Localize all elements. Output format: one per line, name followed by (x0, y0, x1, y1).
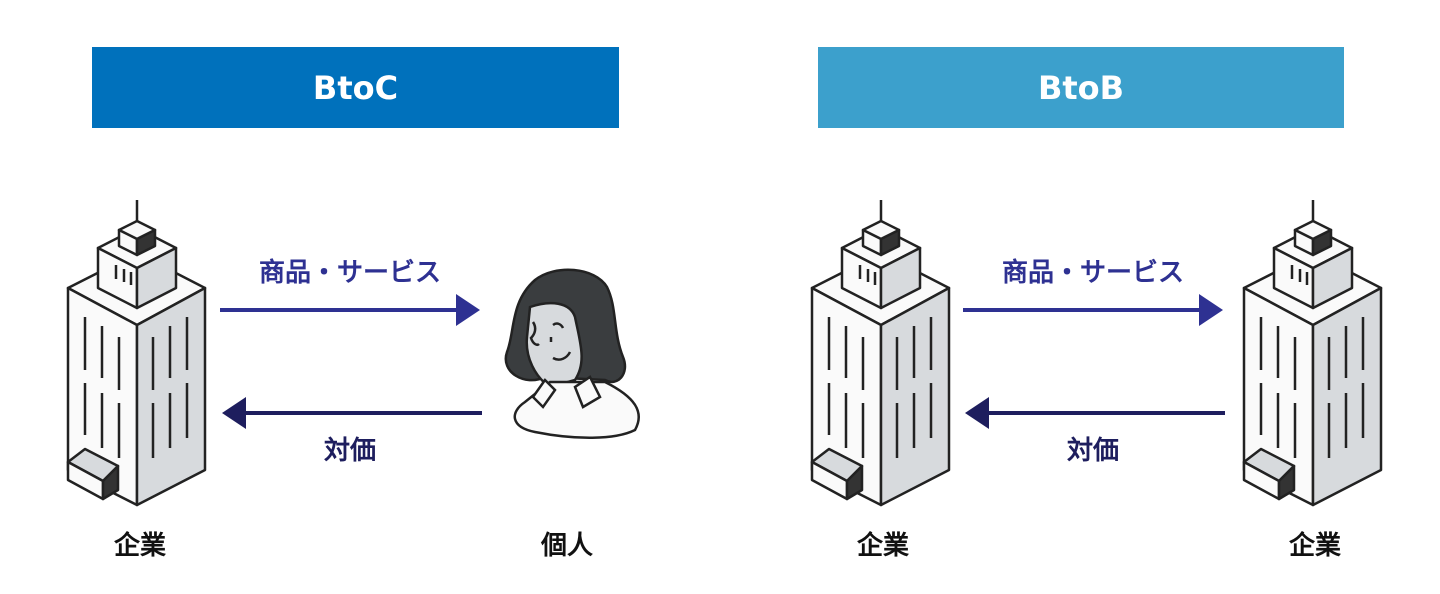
company-building-icon (810, 198, 951, 507)
btob-header: BtoB (818, 47, 1344, 128)
btoc-goods-label: 商品・サービス (258, 258, 442, 288)
btoc-title: BtoC (312, 68, 399, 107)
person-icon (504, 268, 640, 440)
btob-company-right-label: 企業 (1288, 531, 1342, 561)
btob-title: BtoB (1037, 68, 1125, 107)
btob-company-left-label: 企業 (856, 531, 910, 561)
btoc-payment-label: 対価 (323, 436, 377, 466)
company-building-icon (1242, 198, 1383, 507)
btob-payment-label: 対価 (1066, 436, 1120, 466)
btoc-company-label: 企業 (113, 531, 167, 561)
btob-goods-label: 商品・サービス (1001, 258, 1185, 288)
btoc-header: BtoC (92, 47, 619, 128)
btoc-individual-label: 個人 (540, 531, 594, 561)
